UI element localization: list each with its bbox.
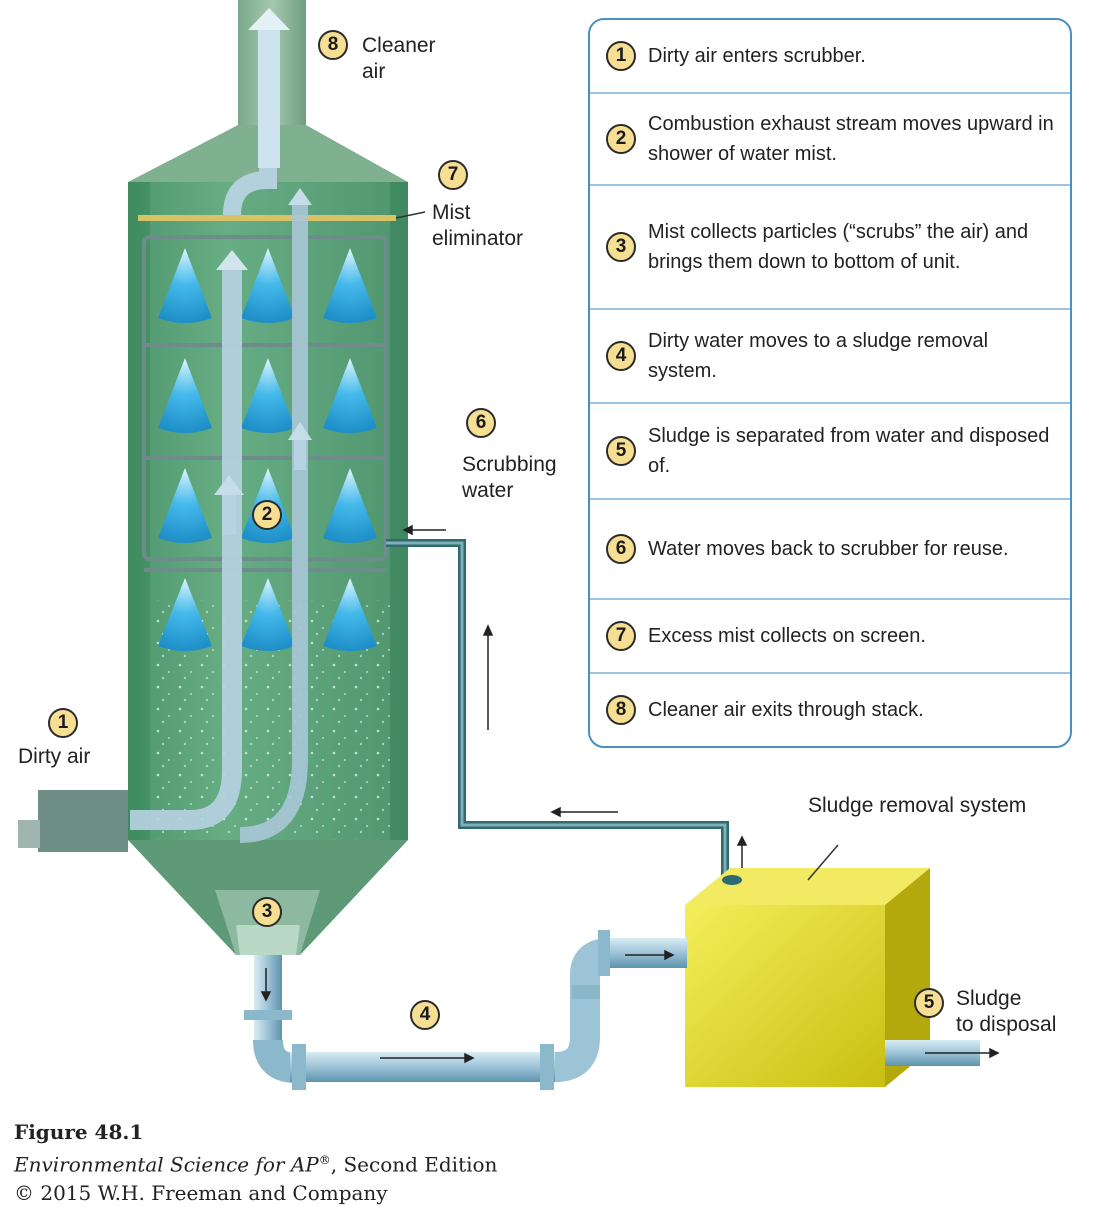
step-item: 7 Excess mist collects on screen.	[590, 598, 1070, 672]
mist-eliminator-screen	[138, 215, 396, 221]
scrubbing-water-badge: 6	[466, 408, 496, 438]
step-number-badge: 1	[606, 41, 636, 71]
mist-eliminator-line1: Mist	[432, 201, 471, 224]
steps-panel: 1 Dirty air enters scrubber. 2 Combustio…	[588, 18, 1072, 748]
dirty-air-badge: 1	[48, 708, 78, 738]
sludge-removal-system-label: Sludge removal system	[808, 794, 1027, 817]
step-number-badge: 3	[606, 232, 636, 262]
step-item: 2 Combustion exhaust stream moves upward…	[590, 92, 1070, 184]
sludge-disposal-badge: 5	[914, 988, 944, 1018]
step-item: 1 Dirty air enters scrubber.	[590, 20, 1070, 92]
mist-eliminator-badge: 7	[438, 160, 468, 190]
shower-zone-badge: 2	[252, 500, 282, 530]
cleaner-air-line2: air	[362, 60, 386, 83]
step-item: 5 Sludge is separated from water and dis…	[590, 402, 1070, 498]
step-text: Sludge is separated from water and dispo…	[648, 425, 1050, 477]
step-item: 6 Water moves back to scrubber for reuse…	[590, 498, 1070, 598]
air-flow-arrows	[18, 8, 312, 852]
particle-collection-badge: 3	[252, 897, 282, 927]
cleaner-air-label: Cleaner air	[362, 33, 436, 85]
dirty-air-label: Dirty air	[18, 745, 91, 768]
step-text: Cleaner air exits through stack.	[648, 699, 924, 721]
step-number-badge: 2	[606, 124, 636, 154]
cleaner-air-badge: 8	[318, 30, 348, 60]
step-number-badge: 6	[606, 534, 636, 564]
step-text: Mist collects particles (“scrubs” the ai…	[648, 221, 1029, 273]
step-item: 8 Cleaner air exits through stack.	[590, 672, 1070, 746]
spray-header-frame	[142, 235, 388, 561]
figure-number: Figure 48.1	[14, 1120, 144, 1144]
figure-caption: Figure 48.1 Environmental Science for AP…	[14, 1118, 497, 1207]
sludge-removal-box	[685, 868, 930, 1087]
book-title-line: Environmental Science for AP®, Second Ed…	[14, 1146, 497, 1179]
step-text: Water moves back to scrubber for reuse.	[648, 538, 1009, 560]
scrubbing-water-pipe	[386, 539, 729, 880]
step-text: Dirty water moves to a sludge removal sy…	[648, 330, 989, 382]
sludge-disposal-line1: Sludge	[956, 987, 1022, 1010]
cleaner-air-line1: Cleaner	[362, 34, 436, 57]
step-number-badge: 8	[606, 695, 636, 725]
mist-eliminator-line2: eliminator	[432, 227, 524, 250]
step-number-badge: 7	[606, 621, 636, 651]
step-text: Dirty air enters scrubber.	[648, 45, 866, 67]
step-text: Excess mist collects on screen.	[648, 625, 926, 647]
sludge-disposal-line2: to disposal	[956, 1013, 1057, 1036]
step-number-badge: 4	[606, 341, 636, 371]
scrubbing-water-line2: water	[462, 479, 514, 502]
dirty-water-pipe	[244, 930, 980, 1090]
book-edition: , Second Edition	[330, 1152, 498, 1177]
dirty-water-badge: 4	[410, 1000, 440, 1030]
scrubbing-water-line1: Scrubbing	[462, 453, 557, 476]
mist-eliminator-label: Mist eliminator	[432, 200, 523, 252]
step-text: Combustion exhaust stream moves upward i…	[648, 113, 1054, 165]
dirty-air-inlet-duct	[38, 790, 128, 852]
dirty-water-flow-arrows	[260, 949, 1000, 1064]
return-flow-arrows	[402, 524, 748, 868]
registered-mark: ®	[318, 1153, 331, 1167]
book-title: Environmental Science for AP	[14, 1152, 319, 1177]
step-item: 4 Dirty water moves to a sludge removal …	[590, 308, 1070, 402]
step-item: 3 Mist collects particles (“scrubs” the …	[590, 184, 1070, 308]
copyright-line: © 2015 W.H. Freeman and Company	[14, 1180, 388, 1205]
sludge-disposal-label: Sludge to disposal	[956, 986, 1056, 1038]
scrubbing-water-label: Scrubbing water	[462, 452, 557, 504]
step-number-badge: 5	[606, 436, 636, 466]
